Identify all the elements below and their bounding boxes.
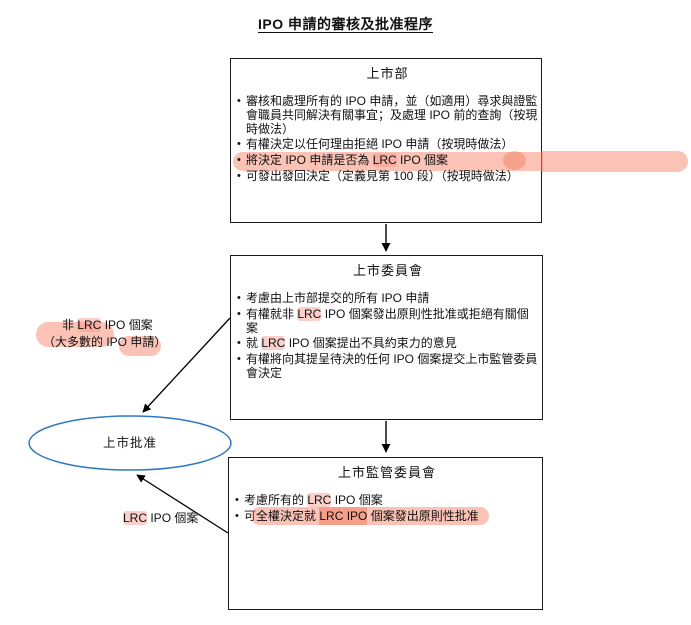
text-run: 考慮由上市部提交的所有 IPO 申請 <box>246 291 430 305</box>
text-run: IPO 個案 <box>101 318 153 332</box>
bullet-dot: • <box>237 95 241 107</box>
highlighted-text: LRC IPO <box>319 506 368 525</box>
text-run: IPO 個案 <box>331 493 383 507</box>
text-run: IPO 個案提出不具約束力的意見 <box>285 336 457 351</box>
text-run: （大多數的 IPO 申請） <box>43 335 167 349</box>
bullet-dot: • <box>237 169 241 182</box>
bullet-dot: • <box>235 509 239 522</box>
bullet-list: • 審核和處理所有的 IPO 申請，並（如適用）尋求與證監會職員共同解決有關事宜；… <box>233 94 543 184</box>
bullet-text: 將決定 IPO 申請是否為 LRC IPO 個案 <box>246 153 538 168</box>
bullet-dot: • <box>237 307 241 320</box>
bullet-list: • 考慮所有的 LRC IPO 個案 • 可全權決定就 LRC IPO 個案發出原則性… <box>235 493 539 525</box>
bullet-text: 審核和處理所有的 IPO 申請，並（如適用）尋求與證監會職員共同解決有關事宜；及… <box>246 94 538 136</box>
bullet-text: 可全權決定就 LRC IPO 個案發出原則性批准 <box>244 506 539 525</box>
text-run: 有權決定以任何理由拒絕 IPO 申請（按現時做法） <box>246 137 514 152</box>
text-run: 可 <box>244 508 257 523</box>
bullet-text: 考慮由上市部提交的所有 IPO 申請 <box>246 291 539 306</box>
bullet-text: 有權決定以任何理由拒絕 IPO 申請（按現時做法） <box>246 137 538 152</box>
text-run: IPO 個案 <box>396 153 449 168</box>
bullet-item: • 考慮由上市部提交的所有 IPO 申請 <box>237 291 539 306</box>
label-majority-ipo: （大多數的 IPO 申請） <box>43 335 166 349</box>
bullet-dot: • <box>237 337 241 350</box>
box-listing-committee: 上市委員會 • 考慮由上市部提交的所有 IPO 申請 • 有權就非 LRC IPO 個… <box>230 255 543 420</box>
text-run: 非 <box>62 318 78 332</box>
label-non-lrc-cases: 非 LRC IPO 個案 <box>62 318 153 332</box>
bullet-item: • 審核和處理所有的 IPO 申請，並（如適用）尋求與證監會職員共同解決有關事宜；… <box>237 94 538 136</box>
bullet-dot: • <box>237 154 241 167</box>
bullet-dot: • <box>237 138 241 151</box>
text-run: 有權將向其提呈待決的任何 IPO 個案提交上市監管委員會決定 <box>246 352 538 380</box>
box-listing-regulatory-committee: 上市監管委員會 • 考慮所有的 LRC IPO 個案 • 可全權決定就 LRC IPO… <box>228 457 543 610</box>
text-run: 可發出發回決定（定義見第 100 段）（按現時做法） <box>246 168 519 183</box>
bullet-text: 有權就非 LRC IPO 個案發出原則性批准或拒絕有關個案 <box>246 306 539 336</box>
bullet-list: • 考慮由上市部提交的所有 IPO 申請 • 有權就非 LRC IPO 個案發出原則性… <box>237 291 539 381</box>
bullet-text: 就 LRC IPO 個案提出不具約束力的意見 <box>246 336 539 351</box>
box-listing-department: 上市部 • 審核和處理所有的 IPO 申請，並（如適用）尋求與證監會職員共同解決有… <box>230 58 543 223</box>
bullet-dot: • <box>235 494 239 506</box>
bullet-dot: • <box>237 292 241 304</box>
highlighted-text: LRC <box>372 153 397 168</box>
bullet-text: 可發出發回決定（定義見第 100 段）（按現時做法） <box>246 168 538 184</box>
text-run: IPO 個案發出原則性批准或拒絕有關個案 <box>246 306 529 335</box>
text-run: 審核和處理所有的 IPO 申請，並（如適用）尋求與證監會職員共同解決有關事宜；及… <box>246 94 538 136</box>
box-title: 上市委員會 <box>352 263 423 278</box>
text-run: 就 <box>246 336 262 351</box>
bullet-item: • 將決定 IPO 申請是否為 LRC IPO 個案 <box>233 152 543 171</box>
bullet-item: • 考慮所有的 LRC IPO 個案 <box>235 493 539 508</box>
bullet-item: • 就 LRC IPO 個案提出不具約束力的意見 <box>237 336 539 351</box>
label-lrc-cases: LRC IPO 個案 <box>123 511 198 525</box>
highlighted-text: 個案發出原則性批准 <box>367 506 489 525</box>
arrow-box2-to-approval <box>142 317 231 413</box>
highlighted-text: LRC <box>77 318 102 332</box>
text-run: IPO 個案 <box>147 511 199 525</box>
bullet-item: • 可全權決定就 LRC IPO 個案發出原則性批准 <box>235 506 539 525</box>
highlighted-text: LRC <box>307 493 332 507</box>
bullet-item: • 可發出發回決定（定義見第 100 段）（按現時做法） <box>237 168 538 184</box>
bullet-text: 考慮所有的 LRC IPO 個案 <box>244 493 539 508</box>
text-run: 考慮所有的 <box>244 493 308 507</box>
bullet-item: • 有權就非 LRC IPO 個案發出原則性批准或拒絕有關個案 <box>237 306 539 336</box>
bullet-dot: • <box>237 353 241 366</box>
highlighted-text: LRC <box>297 306 322 321</box>
text-run: 有權就非 <box>246 306 298 321</box>
approval-label: 上市批准 <box>102 436 157 450</box>
bullet-item: • 有權決定以任何理由拒絕 IPO 申請（按現時做法） <box>237 137 538 152</box>
bullet-text: 有權將向其提呈待決的任何 IPO 個案提交上市監管委員會決定 <box>246 352 539 381</box>
box-title: 上市監管委員會 <box>337 465 436 480</box>
bullet-item: • 有權將向其提呈待決的任何 IPO 個案提交上市監管委員會決定 <box>237 352 539 381</box>
box-title: 上市部 <box>366 66 409 81</box>
highlighted-text: 全權決定就 <box>251 506 320 525</box>
highlighter-stroke <box>233 152 543 171</box>
highlighter-stroke-extension <box>541 151 688 172</box>
text-run: 將決定 IPO 申請是否為 <box>246 153 373 168</box>
page-title: IPO 申請的審核及批准程序 <box>257 16 433 32</box>
highlighted-text: LRC <box>123 511 148 525</box>
highlighted-text: LRC <box>261 336 286 351</box>
